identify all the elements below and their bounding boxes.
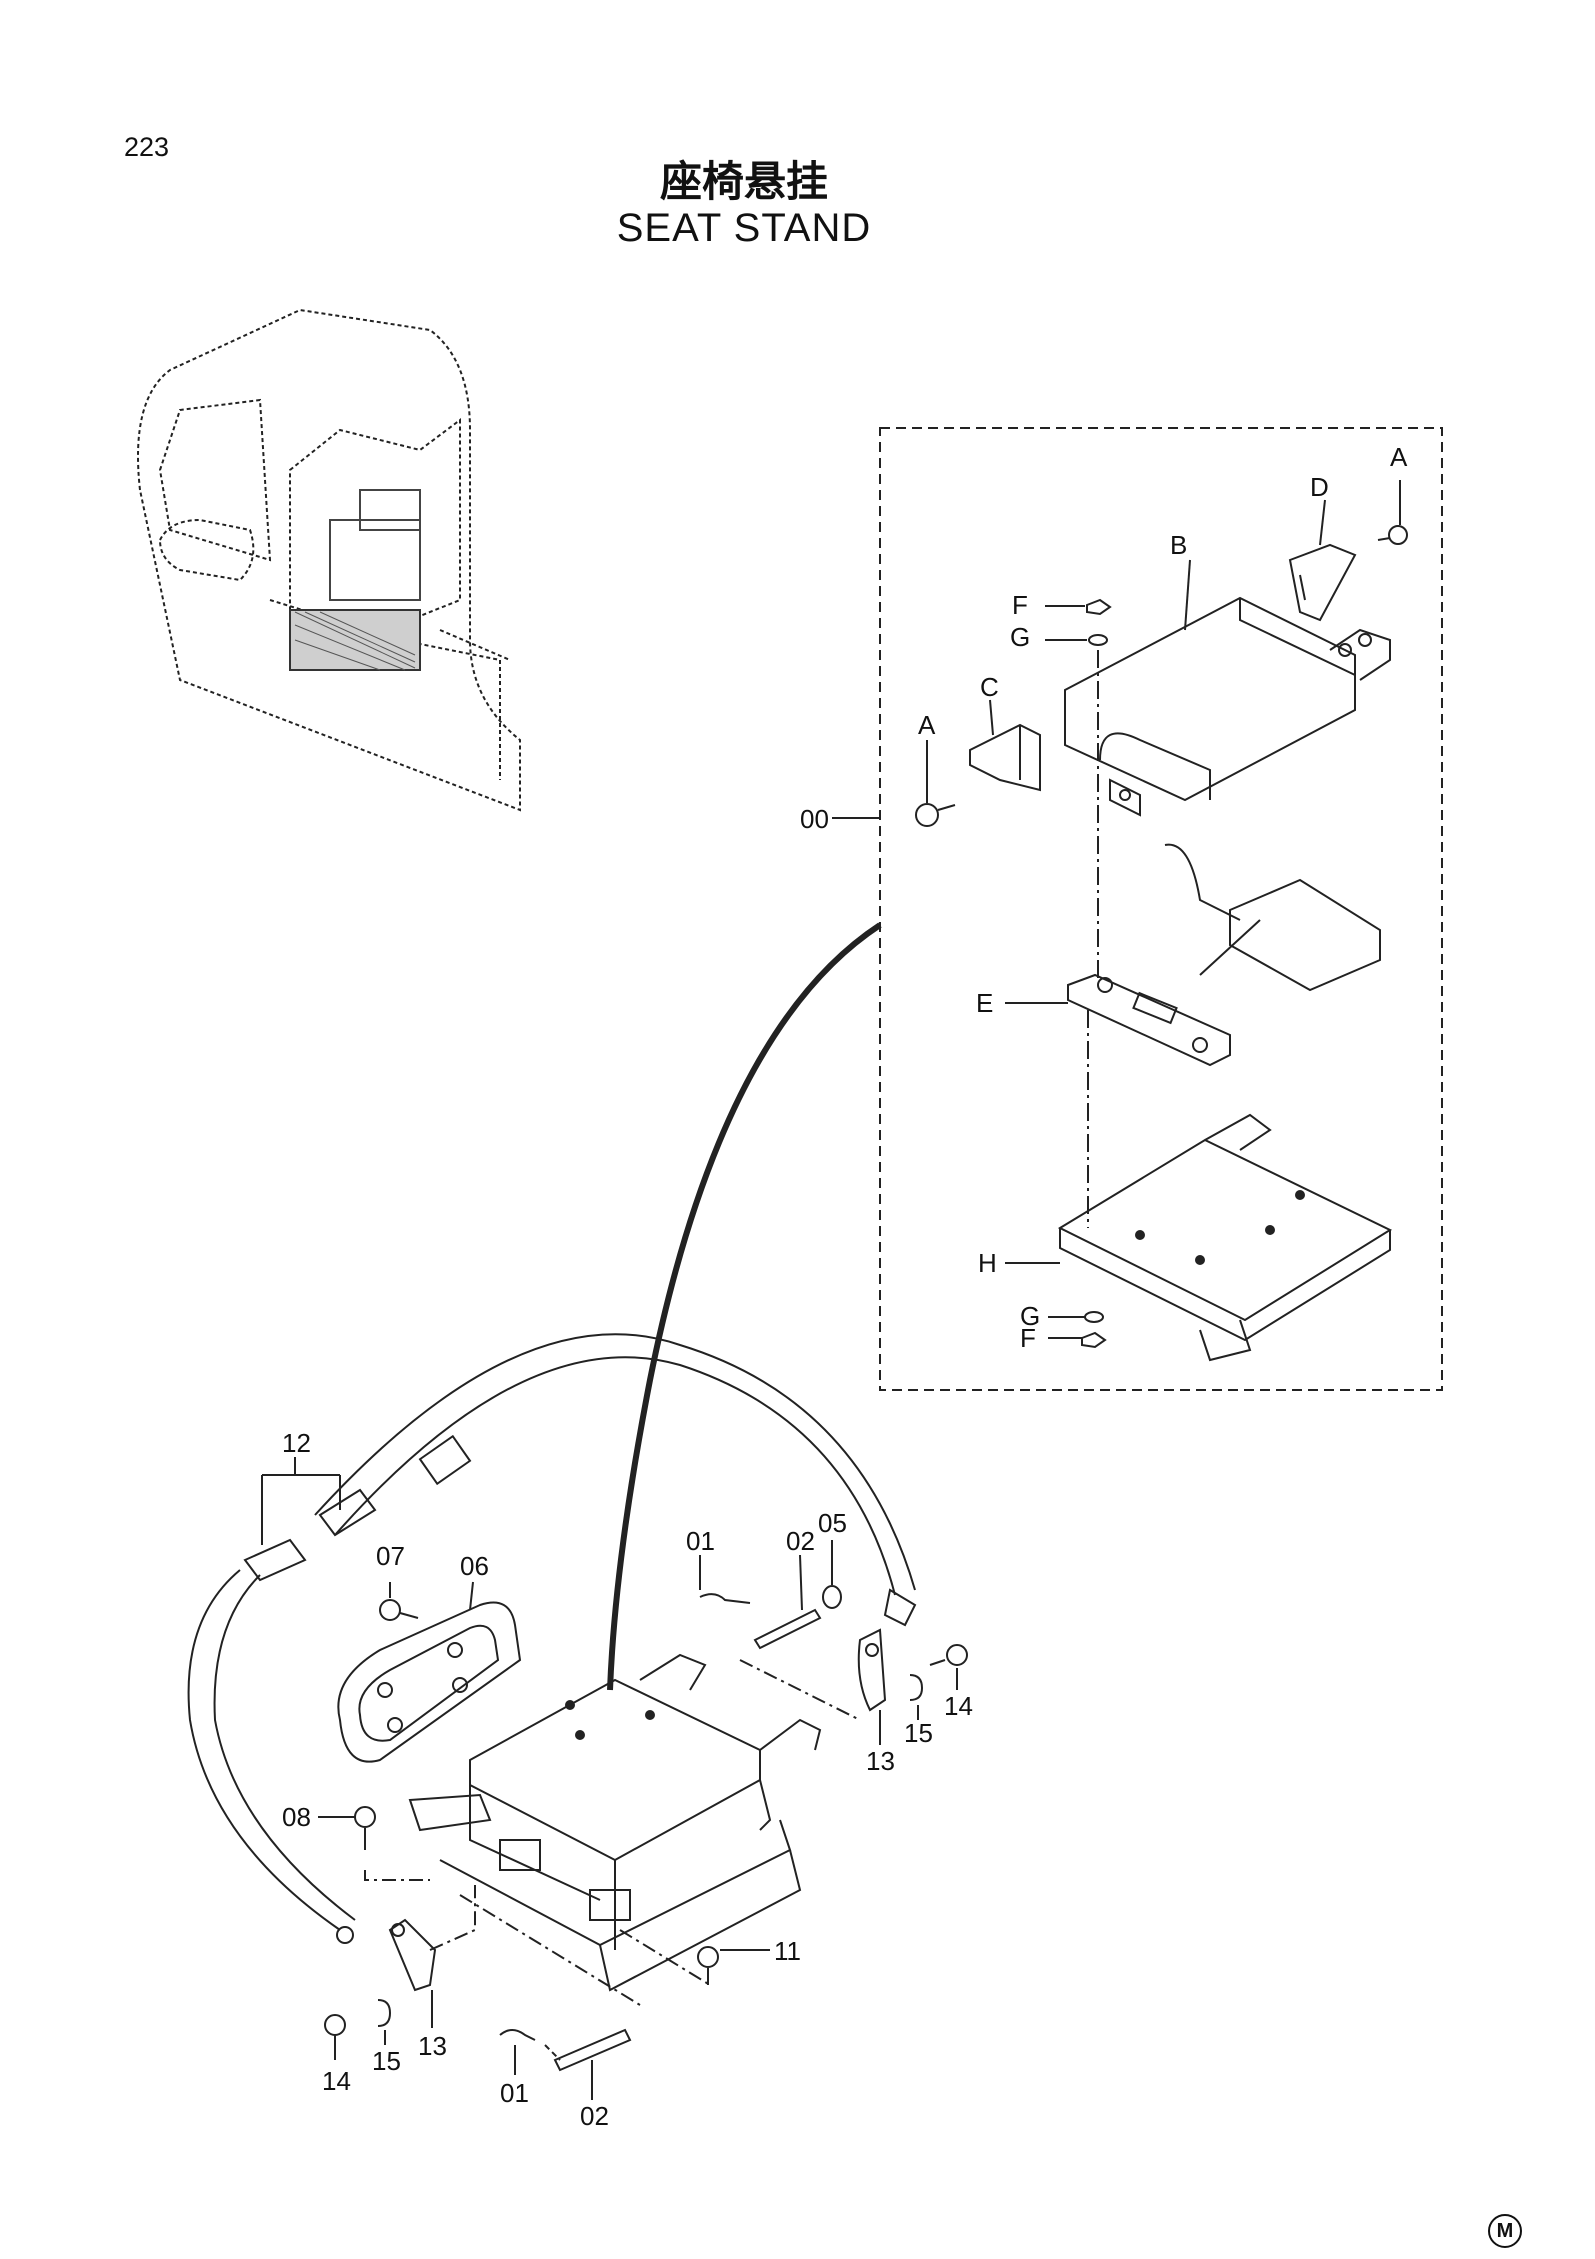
- part-f-nut-top: [1086, 598, 1112, 616]
- part-g-washer-top: [1088, 634, 1108, 646]
- callout-a-top: A: [1390, 442, 1408, 472]
- callout-c: C: [980, 672, 999, 702]
- callout-11: 11: [774, 1936, 801, 1966]
- part-g-washer-bottom: [1084, 1311, 1104, 1323]
- callout-05: 05: [818, 1508, 847, 1538]
- callout-g-top: G: [1010, 622, 1030, 652]
- part-07-bolt: [379, 1599, 419, 1621]
- callout-f-top: F: [1012, 590, 1028, 620]
- callout-15-right: 15: [904, 1718, 933, 1748]
- callout-08: 08: [282, 1802, 311, 1832]
- part-b-upper-frame: [1064, 596, 1391, 817]
- callout-14-left: 14: [322, 2066, 351, 2096]
- callout-13-left: 13: [418, 2031, 447, 2061]
- callout-15-left: 15: [372, 2046, 401, 2076]
- part-14-bolt-right: [929, 1644, 968, 1666]
- part-01-pin-bottom: [499, 2029, 536, 2041]
- callout-a-left: A: [918, 710, 936, 740]
- part-13-bracket-left: [388, 1918, 437, 1992]
- callout-06: 06: [460, 1551, 489, 1581]
- assembly-group-box: [879, 427, 1443, 1391]
- callout-13-right: 13: [866, 1746, 895, 1776]
- part-01-pin-top: [699, 1593, 751, 1604]
- callout-01-bottom: 01: [500, 2078, 529, 2108]
- part-11-bolt: [697, 1946, 719, 1985]
- callout-f-bottom: F: [1020, 1323, 1036, 1353]
- part-c-bracket: [969, 723, 1041, 792]
- callout-02-top: 02: [786, 1526, 815, 1556]
- callout-b: B: [1170, 530, 1187, 560]
- part-06-grab-handle: [337, 1601, 522, 1763]
- callout-02-bottom: 02: [580, 2101, 609, 2131]
- part-08-bolt: [354, 1806, 376, 1850]
- part-12-seat-belt: [187, 1333, 917, 1944]
- part-05-washer: [822, 1585, 842, 1609]
- callout-12: 12: [282, 1428, 311, 1458]
- part-15-clip-left: [377, 1999, 392, 2027]
- callout-14-right: 14: [944, 1691, 973, 1721]
- page-title-english: SEAT STAND: [616, 206, 872, 250]
- callout-e: E: [976, 988, 993, 1018]
- part-h-base-plate: [1057, 1113, 1393, 1362]
- part-a-bolt-left: [915, 803, 956, 827]
- callout-01-top: 01: [686, 1526, 715, 1556]
- callout-g-bottom: G: [1020, 1301, 1040, 1331]
- part-02-pin-bottom: [553, 2028, 632, 2072]
- part-d-bracket: [1288, 543, 1357, 622]
- callout-00: 00: [800, 804, 829, 834]
- page-title-chinese: 座椅悬挂: [659, 157, 828, 206]
- callout-07: 07: [376, 1541, 405, 1571]
- part-14-bolt-left: [324, 2014, 346, 2060]
- main-seat-stand-frame: [408, 1653, 822, 1992]
- part-e-lever: [1164, 843, 1381, 992]
- part-15-clip-right: [909, 1674, 924, 1701]
- callout-h: H: [978, 1248, 997, 1278]
- cab-seat-highlight: [289, 489, 421, 671]
- part-a-bolt-top: [1377, 525, 1408, 545]
- callout-d: D: [1310, 472, 1329, 502]
- part-13-bracket-right: [857, 1628, 887, 1712]
- part-f-nut-bottom: [1081, 1331, 1107, 1349]
- part-e-rail: [1067, 973, 1231, 1067]
- assembly-connector-line: [607, 922, 882, 1691]
- page-number: 223: [124, 132, 170, 162]
- part-02-pin-top: [753, 1608, 822, 1650]
- maker-mark: M: [1488, 2214, 1522, 2248]
